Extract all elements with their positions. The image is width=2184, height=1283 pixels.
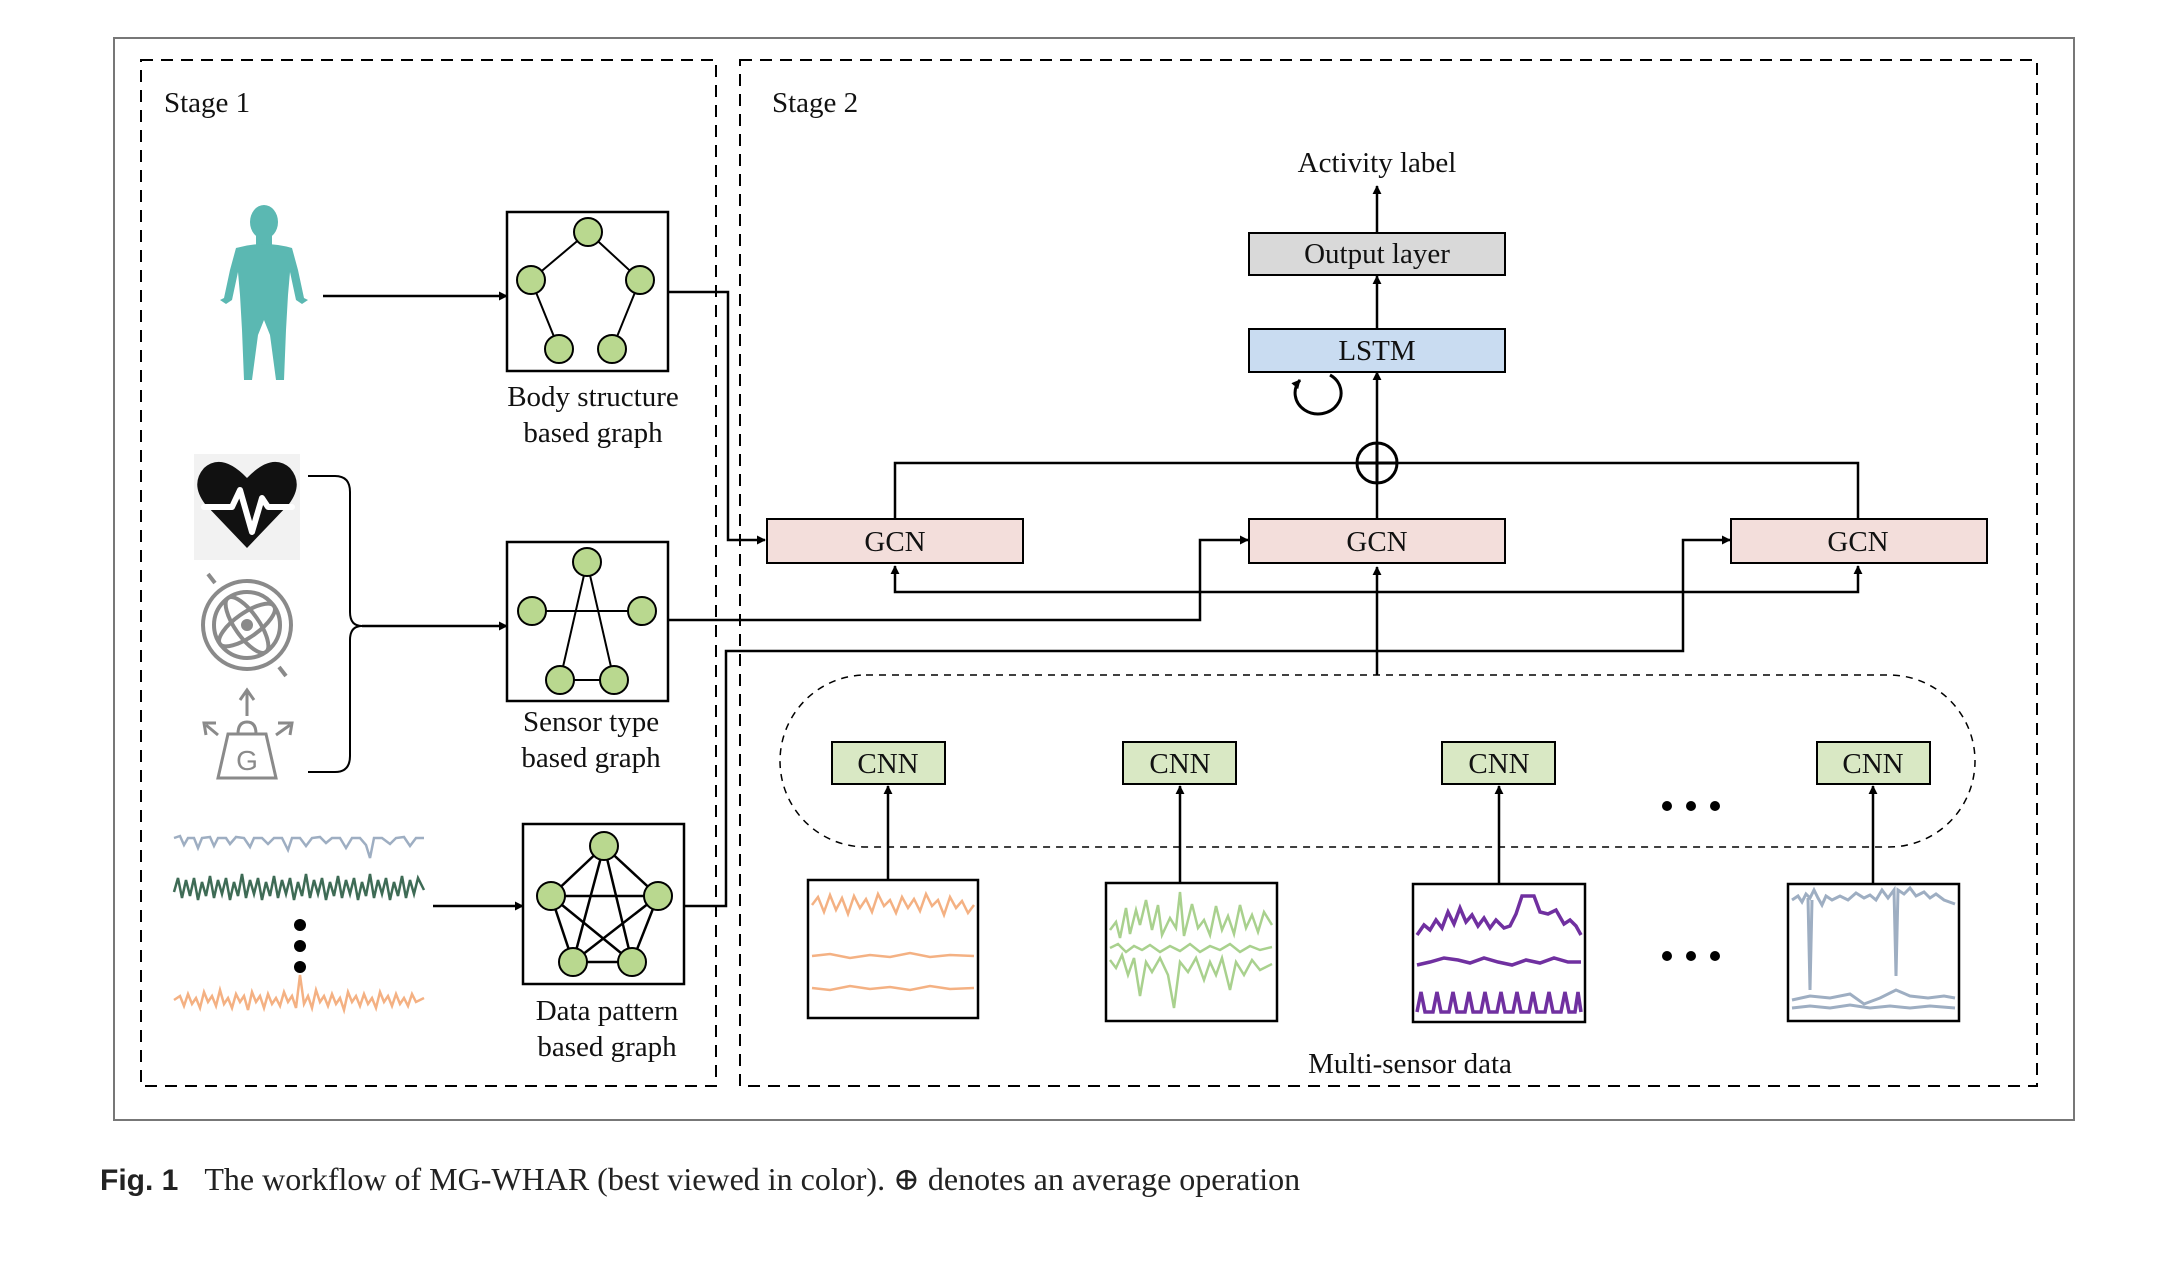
gcn-label-1: GCN bbox=[864, 526, 925, 558]
stage1-title: Stage 1 bbox=[164, 87, 250, 119]
stage1-signals-ellipsis bbox=[294, 919, 306, 973]
output-layer-box bbox=[1248, 232, 1506, 276]
stage1-signal-gray bbox=[173, 834, 424, 859]
cnn-region bbox=[779, 674, 1976, 848]
stage2-panel bbox=[739, 59, 2038, 1087]
sensor-graph-label-line1: Sensor type bbox=[523, 706, 659, 738]
lstm-recurrence-icon bbox=[1291, 373, 1343, 416]
features-to-gcn1 bbox=[890, 565, 1377, 594]
gravity-icon bbox=[202, 687, 294, 780]
sensor-ellipsis bbox=[1662, 951, 1720, 961]
cnn-box-3 bbox=[1441, 741, 1556, 785]
cnn-label-1: CNN bbox=[857, 748, 918, 780]
body-graph-to-gcn1 bbox=[668, 290, 766, 545]
figure-frame bbox=[113, 37, 2075, 1121]
stage1-signal-darkgreen bbox=[172, 873, 426, 901]
pattern-graph-label-line2: based graph bbox=[537, 1031, 677, 1063]
cnn-ellipsis bbox=[1662, 801, 1720, 811]
lstm-box bbox=[1248, 328, 1506, 373]
cnn-label-4: CNN bbox=[1842, 748, 1903, 780]
gravity-icon-letter: G bbox=[236, 745, 258, 776]
stage2-title: Stage 2 bbox=[772, 87, 858, 119]
average-operator-icon bbox=[1355, 441, 1399, 485]
gyroscope-icon bbox=[201, 572, 293, 678]
stage1-signal-orange bbox=[173, 974, 425, 1015]
sensor-panel-3 bbox=[1411, 882, 1587, 1024]
sensor-icons-bracket bbox=[308, 475, 363, 773]
figure-caption: Fig. 1 The workflow of MG-WHAR (best view… bbox=[100, 1160, 1300, 1208]
sensor-panel-2 bbox=[1104, 881, 1279, 1023]
human-body-icon bbox=[220, 205, 308, 380]
caption-text: The workflow of MG-WHAR (best viewed in … bbox=[204, 1161, 1301, 1197]
gcn-label-2: GCN bbox=[1346, 526, 1407, 558]
cnn-label-3: CNN bbox=[1468, 748, 1529, 780]
cnn-box-4 bbox=[1816, 741, 1931, 785]
cnn-label-2: CNN bbox=[1149, 748, 1210, 780]
gcn3-to-average bbox=[1396, 461, 1860, 518]
multi-sensor-label: Multi-sensor data bbox=[1308, 1048, 1512, 1080]
stage1-panel bbox=[140, 59, 717, 1087]
pattern-graph-label-line1: Data pattern bbox=[536, 995, 679, 1027]
lstm-label: LSTM bbox=[1338, 335, 1415, 367]
heart-rate-icon bbox=[194, 454, 300, 560]
output-layer-label: Output layer bbox=[1304, 238, 1450, 270]
gcn-box-2 bbox=[1248, 518, 1506, 564]
sensor-graph-to-gcn2 bbox=[668, 535, 1249, 622]
body-structure-graph bbox=[505, 210, 670, 373]
gcn-box-1 bbox=[766, 518, 1024, 564]
features-to-gcn3 bbox=[1377, 565, 1863, 594]
sensor-graph-label-line2: based graph bbox=[521, 742, 661, 774]
figure-number: Fig. 1 bbox=[100, 1164, 179, 1197]
cnn-box-2 bbox=[1122, 741, 1237, 785]
activity-label: Activity label bbox=[1298, 147, 1457, 179]
sensor-type-graph bbox=[505, 540, 670, 703]
body-graph-label-line2: based graph bbox=[523, 417, 663, 449]
sensor-panel-4 bbox=[1786, 882, 1961, 1023]
gcn-box-3 bbox=[1730, 518, 1988, 564]
gcn1-to-average bbox=[893, 461, 1358, 518]
data-pattern-graph bbox=[521, 822, 686, 986]
gcn-label-3: GCN bbox=[1827, 526, 1888, 558]
pattern-graph-to-gcn3 bbox=[684, 535, 1731, 908]
body-graph-label-line1: Body structure bbox=[507, 381, 679, 413]
sensor-panel-1 bbox=[806, 878, 980, 1020]
cnn-box-1 bbox=[831, 741, 946, 785]
